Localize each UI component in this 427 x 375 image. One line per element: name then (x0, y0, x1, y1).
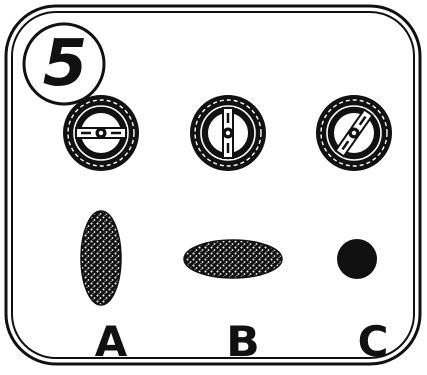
pattern-c-solid-dot (337, 239, 377, 279)
pattern-a-vertical-oval (81, 211, 121, 305)
spray-nozzle-diagonal-icon (316, 95, 392, 171)
step-number: 5 (22, 22, 106, 106)
pattern-b-horizontal-oval (184, 240, 282, 278)
option-label-b: B (206, 314, 280, 370)
spray-nozzle-vertical-icon (190, 95, 266, 171)
option-label-c: C (338, 314, 408, 370)
option-label-a: A (76, 314, 146, 370)
spray-nozzle-horizontal-icon (63, 95, 139, 171)
